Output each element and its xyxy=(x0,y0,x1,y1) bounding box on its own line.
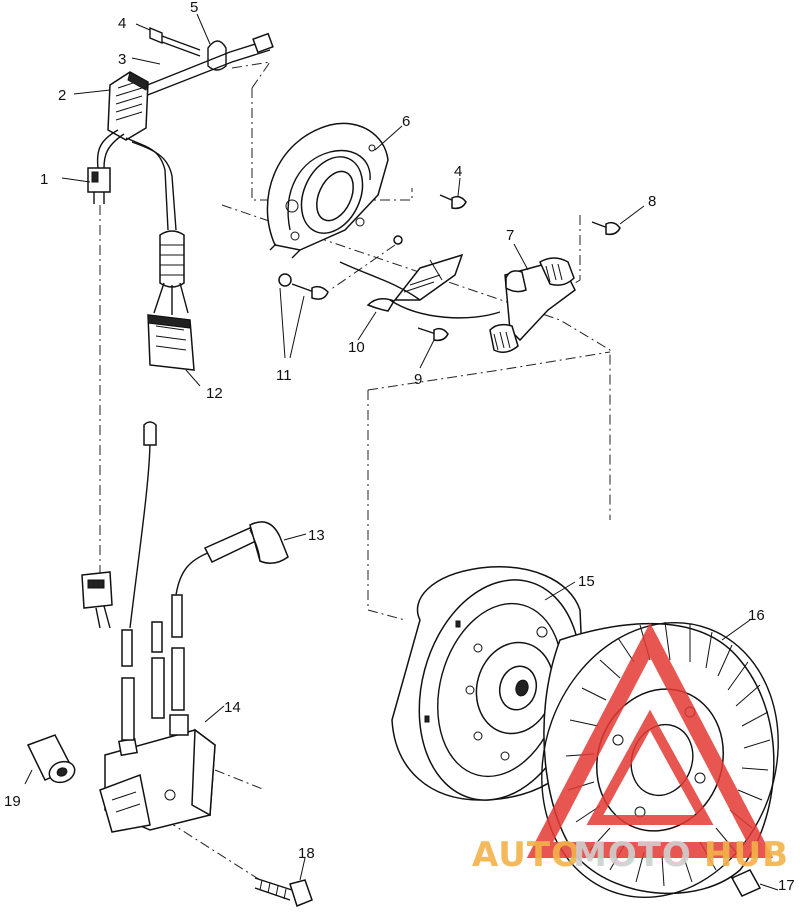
wire-harness-assembly xyxy=(87,26,274,371)
regulator-2 xyxy=(107,71,149,141)
watermark-text: AUTO MOTO HUB xyxy=(472,835,789,875)
screws-11 xyxy=(278,235,403,300)
callout-10: 10 xyxy=(348,339,365,356)
flywheel-15 xyxy=(391,566,586,801)
ignition-coil-14 xyxy=(81,421,216,833)
callout-3: 3 xyxy=(118,51,126,68)
watermark-text-moto: MOTO xyxy=(573,835,692,875)
callout-5: 5 xyxy=(190,0,198,16)
watermark-logo xyxy=(526,622,774,858)
callout-16: 16 xyxy=(748,607,765,624)
watermark-text-auto: AUTO xyxy=(472,835,581,875)
pulse-coil-10 xyxy=(339,253,501,319)
bolt-18 xyxy=(254,877,313,907)
callout-15: 15 xyxy=(578,573,595,590)
callout-7: 7 xyxy=(506,227,514,244)
screw-4-middle xyxy=(439,194,467,210)
watermark-text-hub: HUB xyxy=(704,835,789,875)
leader-lines xyxy=(24,13,779,891)
callout-13: 13 xyxy=(308,527,325,544)
connector-12 xyxy=(147,314,195,371)
callout-19: 19 xyxy=(4,793,21,810)
spark-plug-cap-13 xyxy=(203,521,289,564)
callout-14: 14 xyxy=(224,699,241,716)
callout-9: 9 xyxy=(414,371,422,388)
connector-1 xyxy=(87,167,111,204)
screw-9 xyxy=(417,327,449,342)
watermark-triangle-inner xyxy=(586,709,714,825)
callout-labels: 1 2 3 4 5 6 4 7 8 9 10 11 12 13 14 15 16… xyxy=(4,0,795,894)
screw-4-top xyxy=(149,26,201,57)
screw-8 xyxy=(591,221,621,236)
callout-2: 2 xyxy=(58,87,66,104)
stator-plate-6 xyxy=(266,122,389,259)
callout-18: 18 xyxy=(298,845,315,862)
callout-11: 11 xyxy=(276,367,292,384)
callout-1: 1 xyxy=(40,171,48,188)
watermark-triangle-outer xyxy=(526,622,774,858)
callout-4-middle: 4 xyxy=(454,163,462,180)
charge-coil-7 xyxy=(489,257,576,353)
callout-4-top: 4 xyxy=(118,15,126,32)
wire-wrap xyxy=(153,230,189,315)
spacer-19 xyxy=(26,734,76,784)
callout-8: 8 xyxy=(648,193,656,210)
callout-6: 6 xyxy=(402,113,410,130)
callout-12: 12 xyxy=(206,385,223,402)
callout-17: 17 xyxy=(778,877,795,894)
